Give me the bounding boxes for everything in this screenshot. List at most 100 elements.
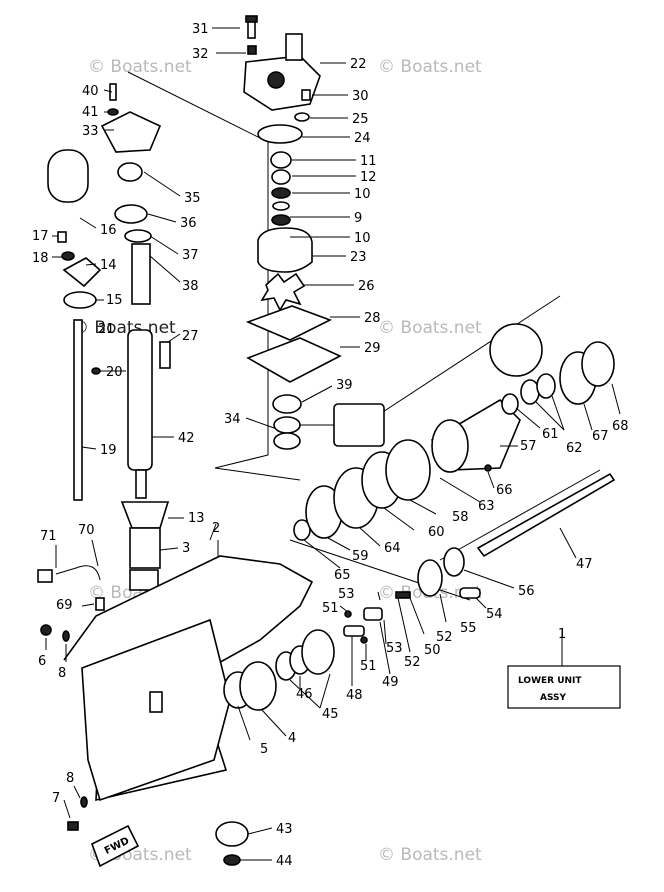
- callout-16: 16: [100, 223, 117, 238]
- assy-box-frame: [507, 665, 621, 709]
- callout-34: 34: [224, 412, 241, 427]
- seal-34a: [273, 416, 301, 434]
- oring-39: [272, 394, 302, 414]
- pin-51a: [344, 610, 352, 618]
- water-pump-group: [243, 15, 385, 450]
- callout-60: 60: [428, 525, 445, 540]
- screw-6: [40, 624, 52, 636]
- callout-25: 25: [352, 112, 369, 127]
- watermark-bottom-right: © Boats.net: [378, 845, 482, 865]
- oring-15: [63, 291, 97, 309]
- seal-housing-33: [100, 111, 162, 153]
- callout-65: 65: [334, 568, 351, 583]
- forward-gear-45: [301, 629, 335, 675]
- callout-51b: 51: [360, 659, 377, 674]
- washer-10a: [271, 187, 291, 199]
- plate-detail: [149, 691, 163, 713]
- callout-35: 35: [184, 191, 201, 206]
- callout-58: 58: [452, 510, 469, 525]
- callout-26: 26: [358, 279, 375, 294]
- bolt-31-head: [245, 15, 258, 23]
- washer-10b: [271, 214, 291, 226]
- callout-38: 38: [182, 279, 199, 294]
- callout-53b: 53: [386, 641, 403, 656]
- callout-71: 71: [40, 529, 57, 544]
- callout-31: 31: [192, 22, 209, 37]
- callout-63: 63: [478, 499, 495, 514]
- grease-callout-16: [47, 149, 89, 203]
- callout-30: 30: [352, 89, 369, 104]
- callout-23: 23: [350, 250, 367, 265]
- callout-52a: 52: [404, 655, 421, 670]
- callout-15: 15: [106, 293, 123, 308]
- housing-63: [431, 419, 469, 473]
- callout-53a: 53: [338, 587, 355, 602]
- grease-callout: [333, 403, 385, 447]
- callout-39: 39: [336, 378, 353, 393]
- callout-41: 41: [82, 105, 99, 120]
- callout-17: 17: [32, 229, 49, 244]
- watermark-mid-right: © Boats.net: [378, 318, 482, 338]
- nut-44: [223, 854, 241, 866]
- callout-57: 57: [520, 439, 537, 454]
- callout-61: 61: [542, 427, 559, 442]
- callout-11: 11: [360, 154, 377, 169]
- callout-18: 18: [32, 251, 49, 266]
- callout-62: 62: [566, 441, 583, 456]
- oring-25: [294, 112, 310, 122]
- callout-leaders: [45, 27, 621, 861]
- callout-64: 64: [384, 541, 401, 556]
- callout-29: 29: [364, 341, 381, 356]
- callout-40: 40: [82, 84, 99, 99]
- callout-44: 44: [276, 854, 293, 869]
- seal-61: [501, 393, 519, 415]
- grease-callout-gc: [489, 323, 543, 377]
- lower-casing-group: [37, 555, 314, 831]
- callout-47: 47: [576, 557, 593, 572]
- bearing-35: [117, 162, 143, 182]
- pinion-43: [215, 821, 249, 847]
- drive-shaft-lower: [135, 469, 147, 499]
- spring-50: [395, 591, 411, 599]
- callout-1: 1: [558, 627, 566, 642]
- bearing-4: [239, 661, 277, 711]
- callout-49: 49: [382, 675, 399, 690]
- assy-box-line2: ASSY: [540, 693, 567, 703]
- oring-9: [272, 201, 290, 211]
- callout-20: 20: [106, 365, 123, 380]
- callout-22: 22: [350, 57, 367, 72]
- seal-12: [271, 169, 291, 185]
- drive-shaft-42: [127, 329, 153, 471]
- housing-boss: [267, 71, 285, 89]
- callout-13: 13: [188, 511, 205, 526]
- water-tube-seal: [285, 33, 303, 61]
- seal-11: [270, 151, 292, 169]
- impeller-26: [260, 272, 306, 312]
- callout-36: 36: [180, 216, 197, 231]
- shift-rod-19: [73, 319, 83, 501]
- pin-30: [301, 89, 311, 101]
- callout-27: 27: [182, 329, 199, 344]
- hose-70: [55, 565, 101, 581]
- gasket-29: [246, 337, 342, 383]
- callout-69: 69: [56, 598, 73, 613]
- propeller-shaft-47: [476, 472, 616, 558]
- slider-54: [459, 587, 481, 599]
- reverse-gear-55: [417, 559, 443, 597]
- retainer-14: [62, 257, 102, 288]
- callout-46: 46: [296, 687, 313, 702]
- ring-nut-68: [581, 341, 615, 387]
- callout-68: 68: [612, 419, 629, 434]
- callout-42: 42: [178, 431, 195, 446]
- callout-50: 50: [424, 643, 441, 658]
- callout-52b: 52: [436, 630, 453, 645]
- bearing-58: [385, 439, 431, 501]
- clutch-49: [363, 607, 383, 621]
- washer-32: [247, 45, 257, 55]
- outer-plate-28: [245, 305, 333, 341]
- watermark-mid-left: © Boats.net: [72, 318, 176, 338]
- callout-8b: 8: [66, 771, 74, 786]
- screw-17: [57, 231, 67, 243]
- drive-shaft-group: [47, 83, 171, 591]
- callout-55: 55: [460, 621, 477, 636]
